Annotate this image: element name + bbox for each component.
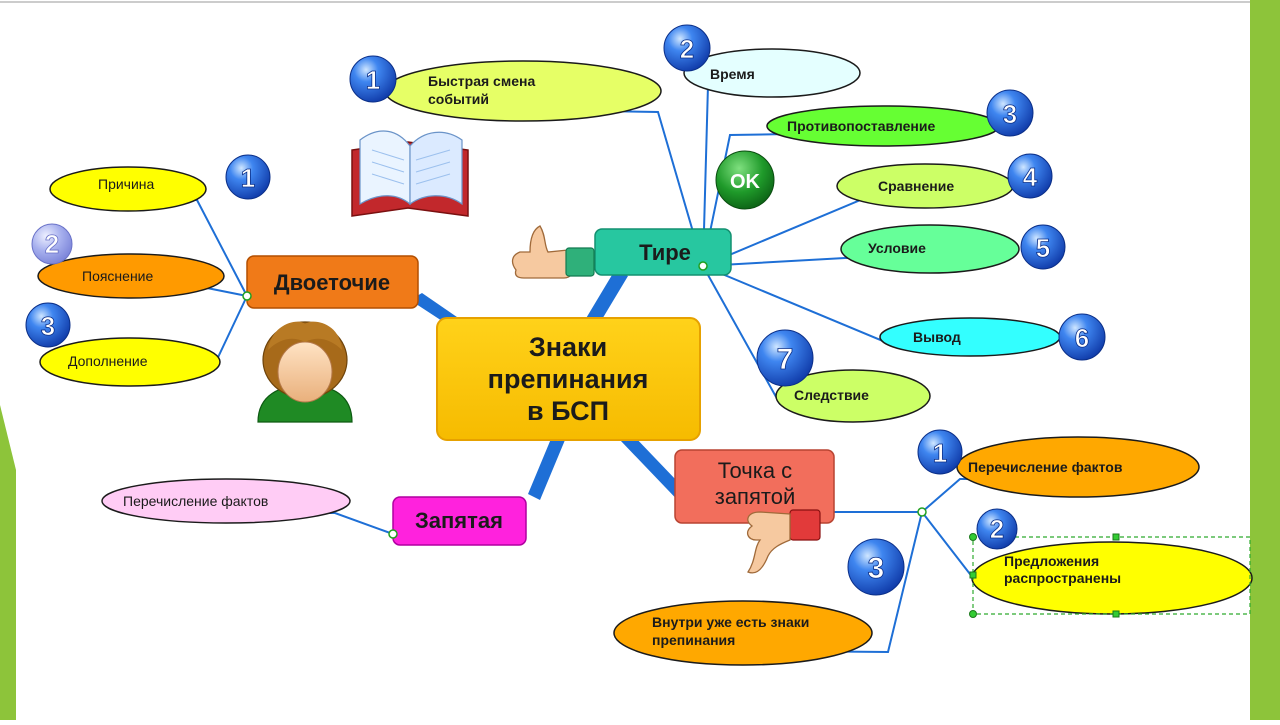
tochka-item-label-line-2: распространены xyxy=(1004,570,1121,586)
badge-tochka-1: 1 xyxy=(917,429,963,475)
thumbs-down-icon xyxy=(746,509,821,574)
ok-icon: OK xyxy=(715,150,775,210)
tochka-item-predlozheniya[interactable]: Предложения распространены xyxy=(971,541,1253,615)
tire-item-sravnenie[interactable]: Сравнение xyxy=(836,163,1014,209)
dvoetochie-item-label: Пояснение xyxy=(82,268,153,284)
badge-number: 3 xyxy=(41,311,55,341)
badge-tire-3: 3 xyxy=(986,89,1034,137)
dvoetochie-item-prichina[interactable]: Причина xyxy=(49,166,207,212)
badge-number: 1 xyxy=(241,163,255,193)
badge-number: 7 xyxy=(777,343,794,376)
branch-tochka-label-line-1: Точка с xyxy=(718,458,792,483)
tire-item-label-line-2: событий xyxy=(428,91,489,107)
branch-dvoetochie-label: Двоеточие xyxy=(274,270,390,295)
badge-number: 2 xyxy=(45,229,59,259)
dvoetochie-item-dopolnenie[interactable]: Дополнение xyxy=(39,337,221,387)
badge-tire-7: 7 xyxy=(756,329,814,387)
tochka-item-label-line-2: препинания xyxy=(652,632,735,648)
number-badges: 1 2 3 1 2 3 4 5 xyxy=(25,24,1106,596)
tire-item-vyvod[interactable]: Вывод xyxy=(879,317,1061,357)
left-accent-bar xyxy=(0,405,16,720)
tochka-item-vnutri-znaki[interactable]: Внутри уже есть знаки препинания xyxy=(613,600,873,666)
dvoetochie-item-label: Причина xyxy=(98,176,155,192)
thumbs-up-icon xyxy=(511,225,595,279)
badge-tochka-2: 2 xyxy=(976,508,1018,550)
tire-item-vremya[interactable]: Время xyxy=(683,48,861,98)
tire-item-label: Противопоставление xyxy=(787,118,935,134)
zapyataya-item-perechislenie[interactable]: Перечисление фактов xyxy=(101,478,351,524)
badge-number: 1 xyxy=(366,65,380,95)
badge-tire-1: 1 xyxy=(349,55,397,103)
badge-number: 1 xyxy=(933,438,947,468)
tire-item-label: Время xyxy=(710,66,755,82)
selection-handle[interactable] xyxy=(1112,533,1120,541)
tire-item-label: Сравнение xyxy=(878,178,954,194)
open-book-icon xyxy=(351,130,469,217)
selection-frame[interactable] xyxy=(969,533,1251,618)
central-topic-line-3: в БСП xyxy=(527,396,609,426)
branch-zapyataya-label: Запятая xyxy=(415,508,503,533)
badge-dvoetochie-2: 2 xyxy=(31,223,73,265)
tire-item-label-line-1: Быстрая смена xyxy=(428,73,535,89)
right-accent-bar xyxy=(1250,0,1280,720)
badge-tire-5: 5 xyxy=(1020,224,1066,270)
central-topic[interactable]: Знаки препинания в БСП xyxy=(436,317,701,441)
badge-number: 2 xyxy=(680,34,694,64)
tire-item-sledstvie[interactable]: Следствие xyxy=(775,369,931,423)
badge-dvoetochie-1: 1 xyxy=(225,154,271,200)
badge-number: 3 xyxy=(868,552,885,585)
central-topic-line-1: Знаки xyxy=(529,332,607,362)
branch-tochka-label-line-2: запятой xyxy=(715,484,796,509)
person-icon xyxy=(257,321,353,423)
branch-zapyataya[interactable]: Запятая xyxy=(392,496,527,546)
badge-number: 5 xyxy=(1036,233,1050,263)
tire-item-label: Условие xyxy=(868,240,926,256)
badge-tochka-3: 3 xyxy=(847,538,905,596)
badge-tire-2: 2 xyxy=(663,24,711,72)
badge-tire-6: 6 xyxy=(1058,313,1106,361)
dvoetochie-item-poyasnenie[interactable]: Пояснение xyxy=(37,253,225,299)
badge-number: 4 xyxy=(1023,162,1038,192)
central-topic-line-2: препинания xyxy=(488,364,649,394)
dvoetochie-item-label: Дополнение xyxy=(68,353,148,369)
badge-dvoetochie-3: 3 xyxy=(25,302,71,348)
badge-number: 3 xyxy=(1003,99,1017,129)
selection-handle[interactable] xyxy=(969,610,977,618)
branch-dvoetochie[interactable]: Двоеточие xyxy=(246,255,419,309)
tochka-item-label-line-1: Внутри уже есть знаки xyxy=(652,614,809,630)
selection-handle[interactable] xyxy=(1112,610,1120,618)
ok-label: OK xyxy=(730,171,761,193)
tire-item-label: Вывод xyxy=(913,329,961,345)
tochka-item-label: Перечисление фактов xyxy=(968,459,1123,475)
junction-dots xyxy=(242,261,927,539)
selection-handle[interactable] xyxy=(969,533,977,541)
branch-tire[interactable]: Тире xyxy=(594,228,732,276)
tochka-item-label-line-1: Предложения xyxy=(1004,553,1099,569)
tire-item-protivopostavlenie[interactable]: Противопоставление xyxy=(766,105,1000,147)
badge-number: 2 xyxy=(990,514,1004,544)
tire-item-uslovie[interactable]: Условие xyxy=(840,224,1020,274)
tire-item-bystraya-smena[interactable]: Быстрая смена событий xyxy=(384,60,662,122)
selection-handle[interactable] xyxy=(969,571,977,579)
tochka-item-perechislenie[interactable]: Перечисление фактов xyxy=(956,436,1200,498)
badge-number: 6 xyxy=(1075,323,1089,353)
tire-item-label: Следствие xyxy=(794,387,869,403)
branch-tire-label: Тире xyxy=(639,240,691,265)
branch-tochka-s-zapyatoy[interactable]: Точка с запятой xyxy=(674,449,835,524)
badge-tire-4: 4 xyxy=(1007,153,1053,199)
zapyataya-item-label: Перечисление фактов xyxy=(123,493,268,509)
